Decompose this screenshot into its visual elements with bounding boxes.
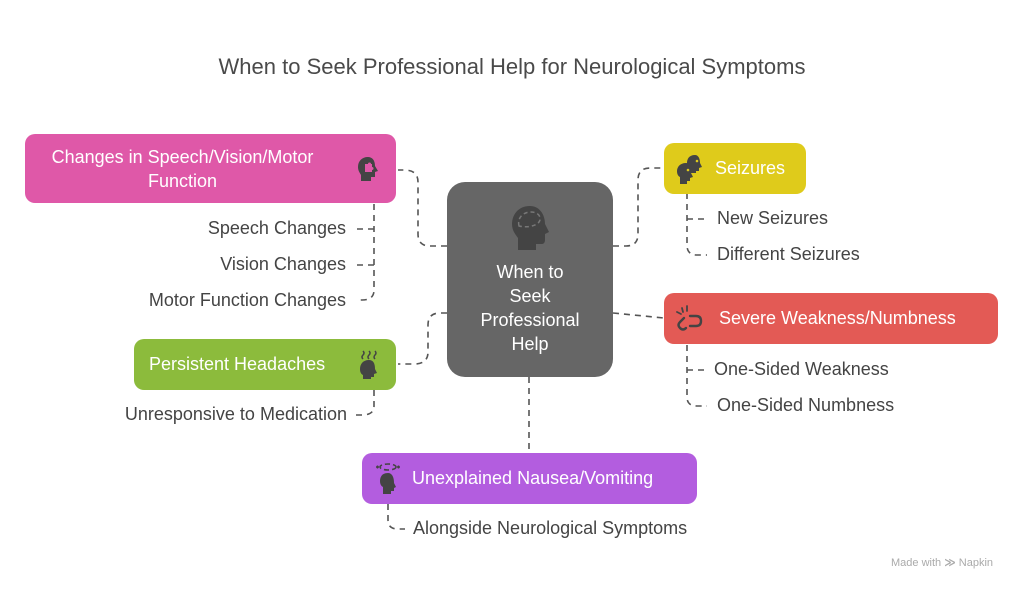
made-with-napkin-footer: Made with ≫ Napkin (891, 556, 993, 569)
center-label-line1: When to (496, 262, 564, 282)
steaming-head-icon (360, 350, 377, 379)
connector-center-headaches (398, 312, 447, 365)
branch-label: Severe Weakness/Numbness (719, 308, 956, 328)
center-label-line4: Help (511, 334, 549, 354)
connector-speech-items (356, 204, 375, 301)
puzzle-head-icon (358, 157, 378, 181)
branch-node-seizures[interactable]: Seizures (664, 143, 806, 194)
sub-item-alongside-neurological-symptoms: Alongside Neurological Symptoms (413, 518, 688, 538)
sub-item-motor-function-changes: Motor Function Changes (148, 290, 346, 310)
connector-headaches-items (356, 390, 375, 416)
connector-weakness-items (686, 345, 707, 407)
sub-item-one-sided-weakness: One-Sided Weakness (714, 359, 889, 379)
branch-node-severe-weakness[interactable]: Severe Weakness/Numbness (664, 293, 998, 344)
branch-node-persistent-headaches[interactable]: Persistent Headaches (134, 339, 396, 390)
napkin-brand-label: Napkin (958, 557, 994, 569)
napkin-logo-icon: ≫ (944, 557, 956, 569)
center-label-line3: Professional (480, 310, 580, 330)
connector-center-weakness (612, 312, 665, 319)
connector-nausea-items (387, 504, 405, 530)
branch-label: Persistent Headaches (149, 354, 326, 374)
sub-item-new-seizures: New Seizures (717, 208, 829, 228)
made-with-label: Made with (891, 557, 942, 569)
diagram-title: When to Seek Professional Help for Neuro… (218, 54, 806, 79)
connector-center-speech (398, 169, 447, 247)
sub-item-speech-changes: Speech Changes (207, 218, 346, 238)
connector-seizures-items (686, 193, 707, 256)
branch-label-line2: Function (147, 170, 218, 191)
branch-label-line1: Changes in Speech/Vision/Motor (51, 146, 314, 167)
sub-item-unresponsive-to-medication: Unresponsive to Medication (124, 404, 347, 424)
branch-node-unexplained-nausea[interactable]: Unexplained Nausea/Vomiting (362, 453, 697, 504)
center-node[interactable]: When to Seek Professional Help (447, 182, 613, 377)
connector-center-seizures (613, 167, 664, 247)
sub-item-vision-changes: Vision Changes (220, 254, 346, 274)
center-label-line2: Seek (509, 286, 551, 306)
branch-node-speech-vision-motor[interactable]: Changes in Speech/Vision/Motor Function (25, 134, 396, 203)
two-heads-icon (677, 155, 702, 184)
sub-item-one-sided-numbness: One-Sided Numbness (717, 395, 895, 415)
brain-head-icon (512, 206, 549, 250)
broken-link-icon (676, 305, 703, 331)
branch-label: Seizures (715, 158, 786, 178)
sub-item-different-seizures: Different Seizures (717, 244, 860, 264)
branch-label: Unexplained Nausea/Vomiting (412, 468, 654, 488)
dizzy-head-icon (376, 463, 400, 494)
